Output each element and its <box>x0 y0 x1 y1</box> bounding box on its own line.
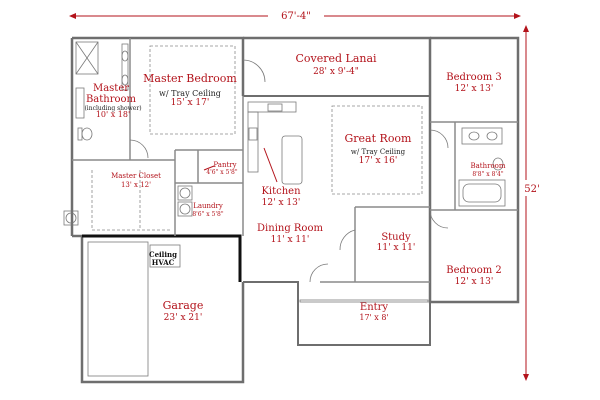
master-tray-ceiling <box>149 45 236 135</box>
bedroom-3-name: Bedroom 3 <box>446 72 502 83</box>
great-room-name: Great Room <box>345 132 413 145</box>
overall-width-dimension: 67'-4" <box>69 8 521 23</box>
bathroom-label: Bathroom 8'8" x 8'4" <box>470 162 505 178</box>
bedroom-3-label: Bedroom 3 12' x 13' <box>446 72 502 94</box>
study-name: Study <box>381 232 411 243</box>
master-bathroom-label: Master Bathroom (including shower) 10' x… <box>84 83 141 119</box>
master-closet-size: 13' x 12' <box>121 181 151 189</box>
study-label: Study 11' x 11' <box>377 232 416 253</box>
master-bedroom-note: w/ Tray Ceiling <box>159 89 221 98</box>
entry-name: Entry <box>360 302 389 313</box>
great-room-size: 17' x 16' <box>359 156 398 166</box>
pantry-pointer <box>203 165 215 171</box>
great-room-note: w/ Tray Ceiling <box>351 148 406 156</box>
master-closet-name: Master Closet <box>111 172 161 180</box>
pantry-label: Pantry 4'6" x 5'8" <box>206 161 238 176</box>
master-bathroom-name-2: Bathroom <box>86 94 137 105</box>
dining-room-name: Dining Room <box>257 223 323 234</box>
bathroom-name: Bathroom <box>470 162 505 170</box>
kitchen-pointer <box>263 147 278 183</box>
study-size: 11' x 11' <box>377 243 416 253</box>
master-bathroom-size: 10' x 18' <box>96 110 130 119</box>
overall-depth-label: 52' <box>524 184 539 195</box>
master-bedroom-label: Master Bedroom w/ Tray Ceiling 15' x 17' <box>143 72 237 108</box>
covered-lanai-size: 28' x 9'-4" <box>313 67 359 77</box>
garage-name: Garage <box>163 299 204 312</box>
hvac-closet <box>149 244 181 268</box>
great-room-tray-ceiling <box>331 105 423 195</box>
bedroom-2-size: 12' x 13' <box>455 277 494 287</box>
master-bathroom-note: (including shower) <box>84 105 141 112</box>
master-bathroom-name-1: Master <box>93 83 129 94</box>
hvac-label: Ceiling HVAC <box>149 250 177 267</box>
fixtures <box>63 41 506 231</box>
covered-lanai-label: Covered Lanai 28' x 9'-4" <box>295 52 377 77</box>
dining-room-label: Dining Room 11' x 11' <box>257 223 323 245</box>
laundry-size: 8'6" x 5'8" <box>192 211 224 218</box>
bedroom-2-name: Bedroom 2 <box>446 265 502 276</box>
master-bedroom-name: Master Bedroom <box>143 72 237 85</box>
entry-size: 17' x 8' <box>359 313 388 322</box>
walls <box>70 36 520 384</box>
kitchen-name: Kitchen <box>261 186 301 197</box>
overall-depth-dimension: 52' <box>517 25 540 381</box>
kitchen-label: Kitchen 12' x 13' <box>261 186 301 208</box>
bedroom-3-size: 12' x 13' <box>455 84 494 94</box>
master-closet-label: Master Closet 13' x 12' <box>111 172 161 189</box>
kitchen-size: 12' x 13' <box>262 198 301 208</box>
pantry-size: 4'6" x 5'8" <box>206 169 238 176</box>
covered-lanai-name: Covered Lanai <box>295 52 377 65</box>
laundry-label: Laundry 8'6" x 5'8" <box>192 202 224 218</box>
doors <box>129 59 449 303</box>
hvac-line-2: HVAC <box>152 258 175 267</box>
garage-size: 23' x 21' <box>164 313 203 323</box>
bathroom-size: 8'8" x 8'4" <box>472 171 504 178</box>
great-room-label: Great Room w/ Tray Ceiling 17' x 16' <box>345 132 413 166</box>
dining-room-size: 11' x 11' <box>271 235 310 245</box>
overall-width-label: 67'-4" <box>281 11 311 22</box>
garage-label: Garage 23' x 21' <box>163 299 204 323</box>
bedroom-2-label: Bedroom 2 12' x 13' <box>446 265 502 287</box>
garage-door-outline <box>87 241 149 377</box>
pantry-name: Pantry <box>213 161 236 169</box>
laundry-name: Laundry <box>193 202 223 210</box>
master-bedroom-size: 15' x 17' <box>171 98 210 108</box>
entry-label: Entry 17' x 8' <box>359 302 388 322</box>
hvac-line-1: Ceiling <box>149 250 177 259</box>
